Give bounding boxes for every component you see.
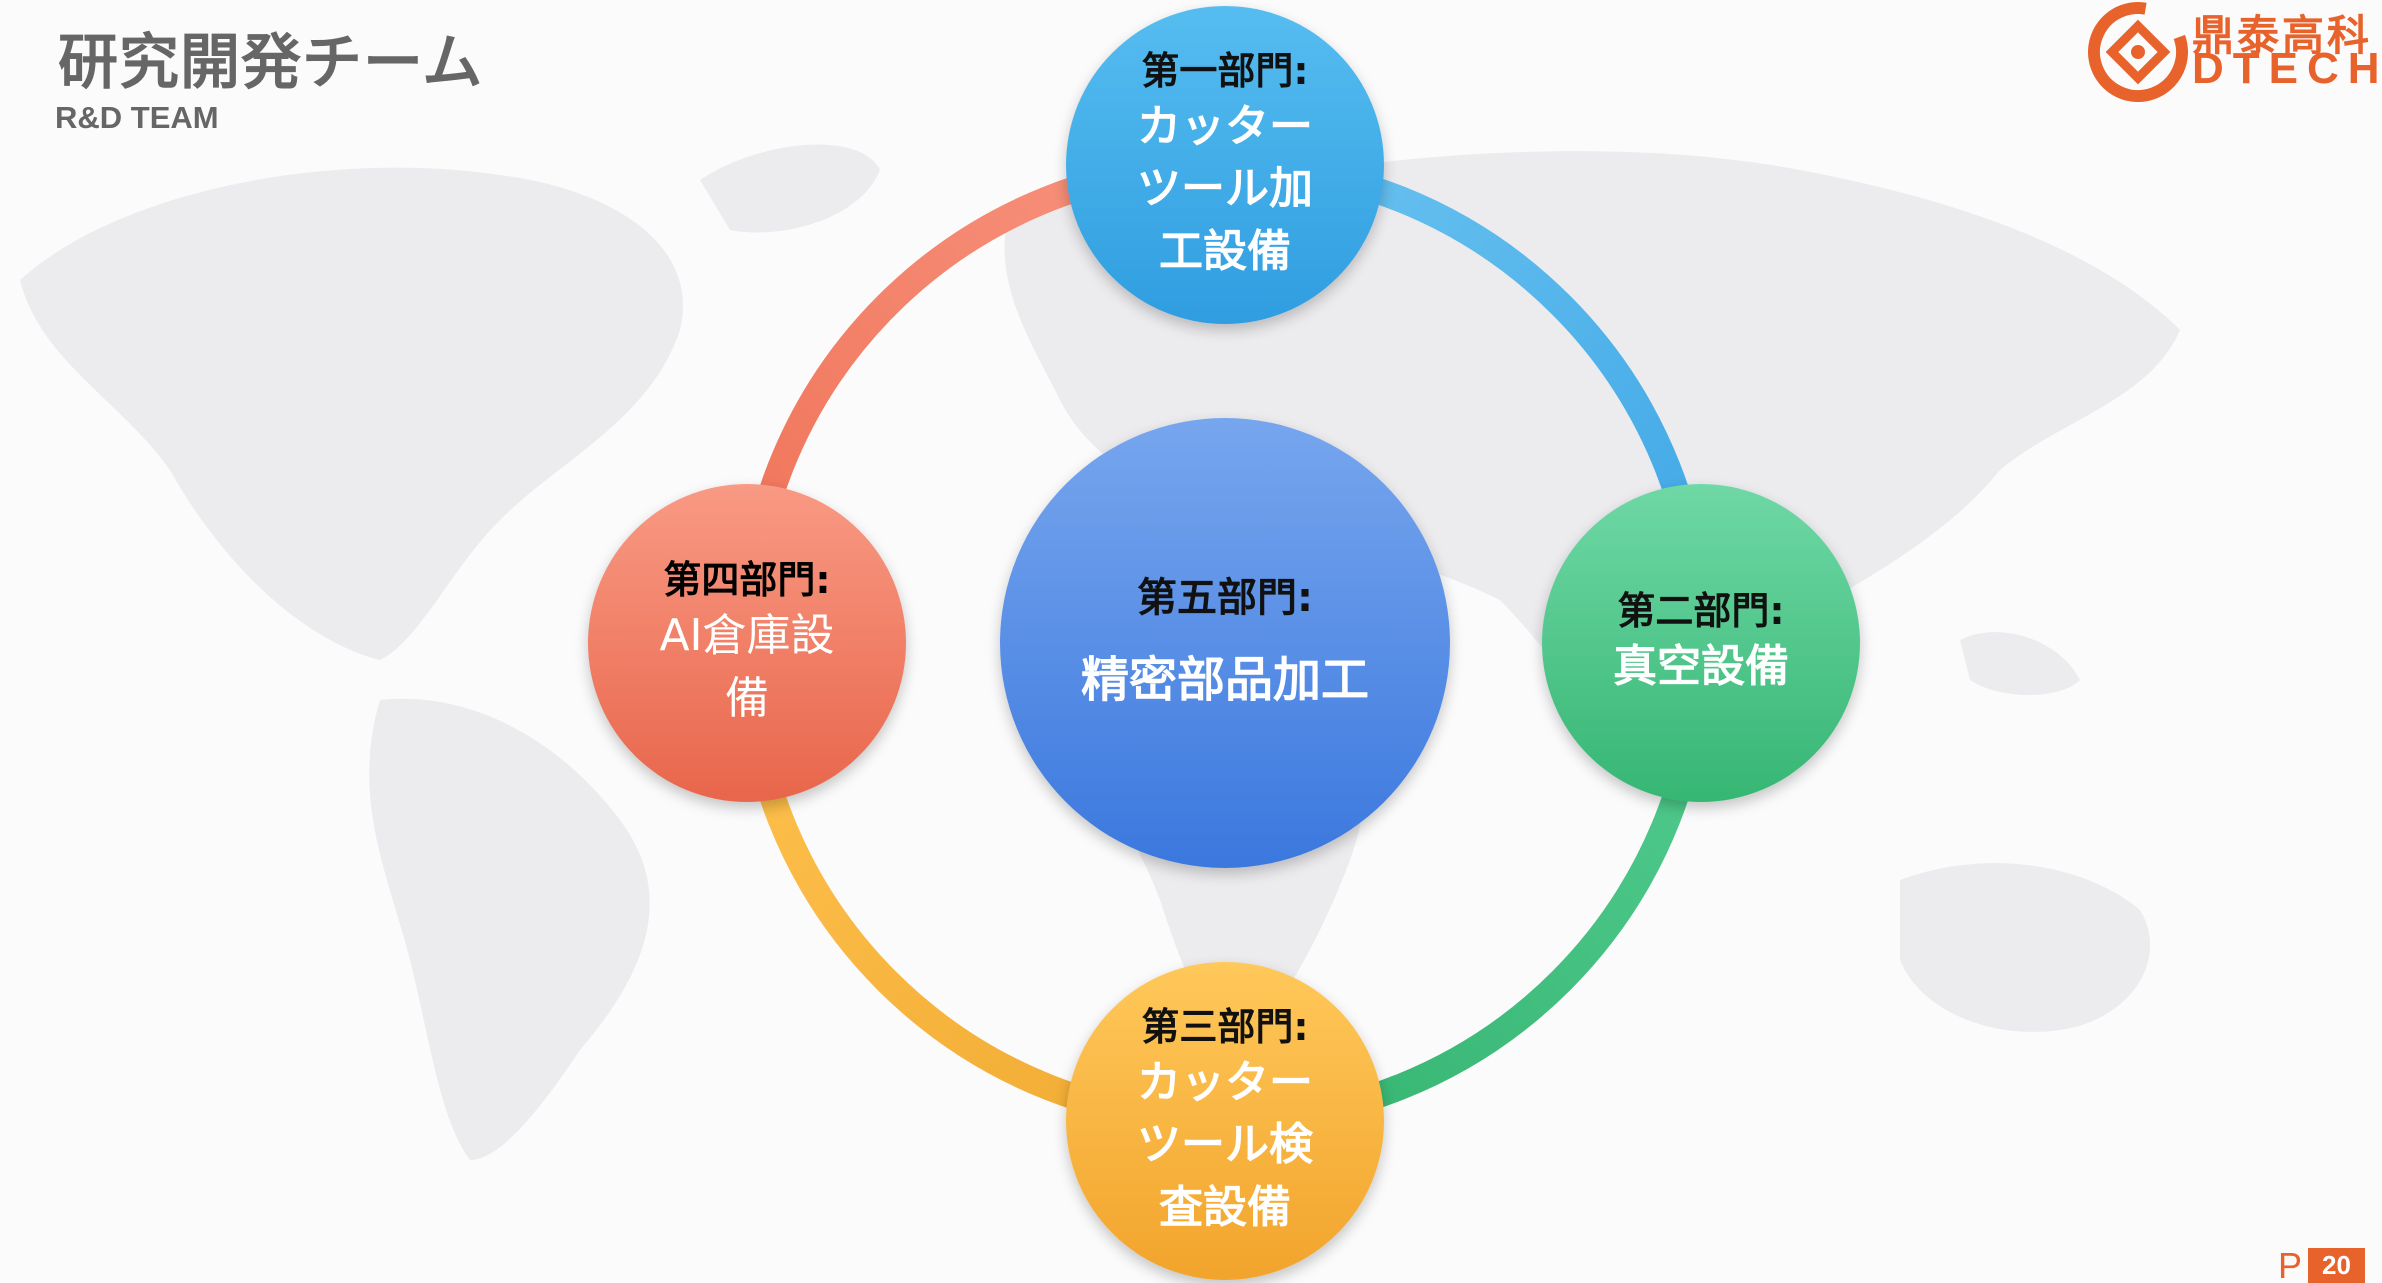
node-line: 工設備 [1159,225,1291,277]
node-line: カッター [1137,1056,1313,1108]
node-line: AI倉庫設 [659,610,835,662]
page-title: 研究開発チーム [58,28,484,98]
node-heading: 第二部門: [1617,589,1785,634]
node-heading: 第五部門: [1137,574,1313,621]
node-heading: 第一部門: [1141,48,1309,93]
node-line: カッター [1137,100,1313,152]
node-heading: 第三部門: [1141,1004,1309,1049]
page-subtitle: R&D TEAM [55,100,219,135]
node-line: ツール検 [1137,1119,1313,1171]
node-dept4: 第四部門: AI倉庫設 備 [588,484,906,802]
logo-name-cn: 鼎泰高科 [2192,11,2373,60]
center-node-dept5: 第五部門: 精密部品加工 [1000,418,1450,868]
node-body: 精密部品加工 [1080,651,1369,708]
page-number-value: 20 [2308,1248,2365,1283]
dtech-logo-icon [2088,2,2188,102]
node-line: 査設備 [1159,1181,1291,1233]
node-line: ツール加 [1137,163,1313,215]
page-prefix: P [2278,1244,2303,1283]
page-number: P 20 [2278,1244,2365,1283]
node-dept2: 第二部門: 真空設備 [1542,484,1860,802]
node-line: 備 [725,672,769,724]
node-dept3: 第三部門: カッター ツール検 査設備 [1066,962,1384,1280]
node-line: 真空設備 [1613,641,1789,693]
node-dept1: 第一部門: カッター ツール加 工設備 [1066,6,1384,324]
node-heading: 第四部門: [663,557,831,602]
logo-name-en: DTECH [2192,44,2382,93]
